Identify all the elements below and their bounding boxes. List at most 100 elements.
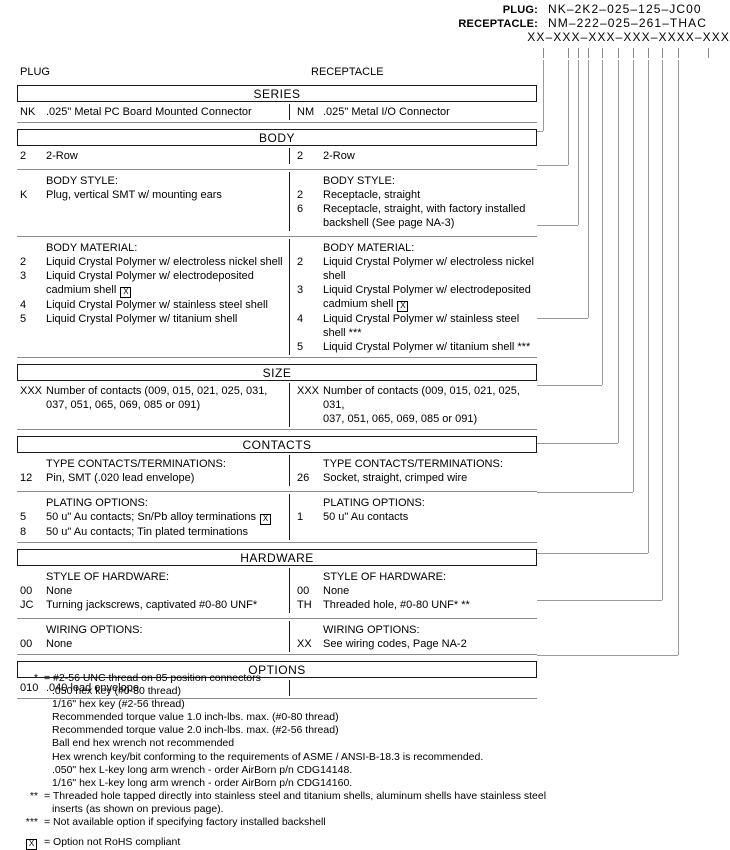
leader-line-horizontal <box>537 165 568 166</box>
footnote-line: Recommended torque value 2.0 inch-lbs. m… <box>52 724 339 737</box>
option-group-header: WIRING OPTIONS: <box>46 624 143 636</box>
option-code: 12 <box>20 472 33 484</box>
option-row: 010.040 lead envelope <box>20 682 139 694</box>
option-continuation: 037, 051, 065, 069, 085 or 091) <box>323 413 478 425</box>
leader-line-horizontal <box>537 443 618 444</box>
footnote-rohs: X = Option not RoHS compliant <box>18 836 618 850</box>
option-code: 5 <box>20 511 27 523</box>
rohs-symbol-icon: X <box>120 287 132 298</box>
part-number-value: XX–XXX–XXX–XXX–XXXX–XXX <box>527 30 730 44</box>
section-end-rule <box>17 542 537 543</box>
option-code: 00 <box>20 585 33 597</box>
leader-line-horizontal <box>537 318 588 319</box>
column-divider <box>289 104 290 120</box>
column-divider <box>289 383 290 427</box>
leader-line-vertical <box>648 60 649 553</box>
footnote-marker: *** <box>25 816 38 829</box>
leader-line-horizontal <box>537 385 602 386</box>
leader-line-horizontal <box>537 600 662 601</box>
option-block: 010.040 lead envelope <box>17 678 537 698</box>
part-number-row: XXX–XXX–XXX–XXX–XXXX–XXX <box>430 30 730 44</box>
option-continuation: cadmium shell X <box>20 283 289 298</box>
option-code: XXX <box>297 385 320 397</box>
footnote-line: 1/16" hex L-key long arm wrench - order … <box>52 776 353 789</box>
footnote-line: .050 hex key (#0-80 thread) <box>52 685 181 698</box>
section-banner: BODY <box>17 129 537 146</box>
footnote-marker: * <box>33 672 38 684</box>
option-code: 00 <box>20 638 33 650</box>
option-code: 010 <box>20 682 39 694</box>
section-end-rule <box>17 122 537 123</box>
leader-tick <box>708 48 709 58</box>
leader-line-vertical <box>678 60 679 655</box>
option-code: XX <box>297 638 312 650</box>
group-separator <box>17 236 537 237</box>
option-code: 4 <box>297 313 304 325</box>
option-code: 5 <box>20 313 27 325</box>
leader-tick <box>662 48 663 58</box>
option-continuation: backshell (See page NA-3) <box>323 217 455 229</box>
footnote-line: Hex wrench key/bit conforming to the req… <box>52 750 484 763</box>
footnote-marker: ** <box>29 789 38 802</box>
column-divider <box>289 621 290 652</box>
section-end-rule <box>17 357 537 358</box>
option-group-header: TYPE CONTACTS/TERMINATIONS: <box>46 458 226 470</box>
option-row: NK.025" Metal PC Board Mounted Connector <box>20 106 252 118</box>
option-code: 2 <box>20 150 27 162</box>
option-group-header: BODY MATERIAL: <box>323 242 415 254</box>
option-column-left: NK.025" Metal PC Board Mounted Connector <box>17 105 289 119</box>
part-number-label: RECEPTACLE: <box>458 18 538 30</box>
option-group-header: PLATING OPTIONS: <box>323 497 425 509</box>
leader-tick <box>578 48 579 58</box>
option-continuation: cadmium shell X <box>297 297 537 312</box>
footnote-gap <box>18 829 618 836</box>
option-column-right: NM.025" Metal I/O Connector <box>289 105 537 119</box>
option-code: 00 <box>297 585 310 597</box>
section-end-rule <box>17 429 537 430</box>
leader-line-vertical <box>633 60 634 492</box>
leader-tick <box>678 48 679 58</box>
leader-tick <box>602 48 603 58</box>
section-end-rule <box>17 654 537 655</box>
leader-line-vertical <box>578 60 579 225</box>
rohs-symbol-icon: X <box>260 514 272 525</box>
option-code: XXX <box>20 385 43 397</box>
group-separator <box>17 491 537 492</box>
section-banner: CONTACTS <box>17 436 537 453</box>
option-code: 3 <box>20 270 27 282</box>
group-separator <box>17 618 537 619</box>
option-code: NK <box>20 106 36 118</box>
leader-line-vertical <box>662 60 663 600</box>
leader-line-horizontal <box>537 655 678 656</box>
option-group-header: WIRING OPTIONS: <box>323 624 420 636</box>
option-group-header: BODY STYLE: <box>323 175 395 187</box>
option-group-header: BODY STYLE: <box>46 175 118 187</box>
column-divider <box>289 494 290 540</box>
column-divider <box>289 455 290 486</box>
footnote-line: Recommended torque value 1.0 inch-lbs. m… <box>52 711 339 724</box>
option-group-header: STYLE OF HARDWARE: <box>323 571 447 583</box>
leader-line-vertical <box>543 60 544 131</box>
